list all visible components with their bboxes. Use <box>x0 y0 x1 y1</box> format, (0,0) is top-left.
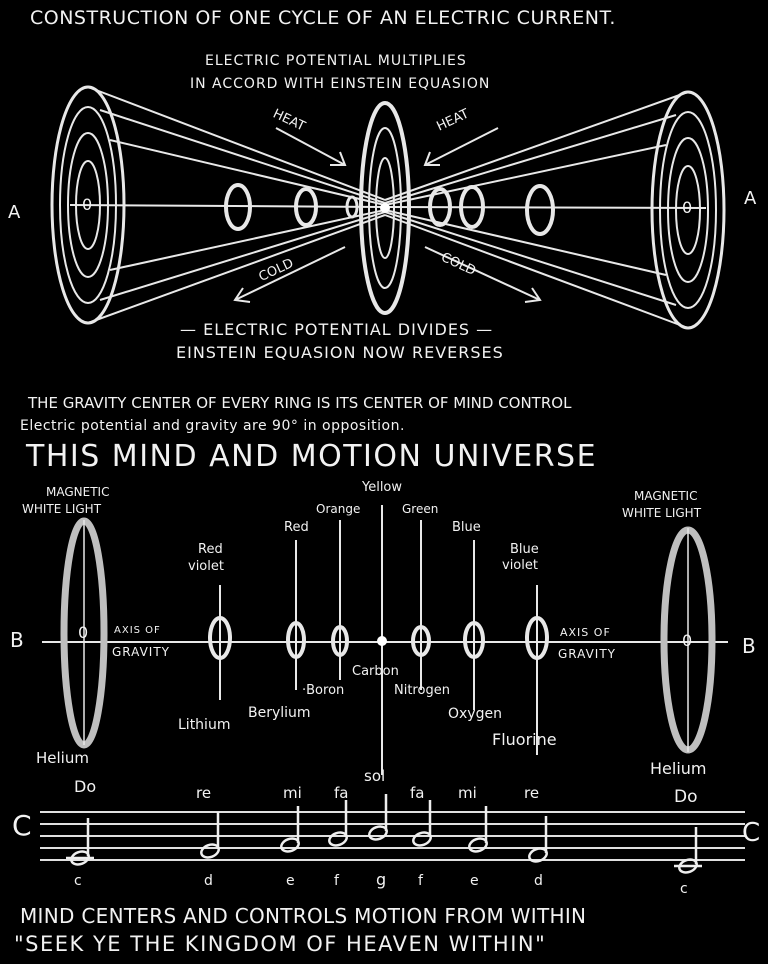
oxygen-label: Oxygen <box>448 706 502 722</box>
carbon-label: Carbon <box>352 664 399 679</box>
magnetic-left-1: MAGNETIC <box>46 485 110 499</box>
red-violet-label-1: Red <box>198 542 223 557</box>
music-staff <box>40 811 745 861</box>
helium-left-label: Helium <box>36 749 89 767</box>
yellow-label: Yellow <box>362 480 403 495</box>
music-notes <box>66 794 702 874</box>
note-c-2: c <box>680 881 688 897</box>
b-right-label: B <box>742 634 756 658</box>
note-c-1: c <box>74 873 82 889</box>
multiply-line-1: ELECTRIC POTENTIAL MULTIPLIES <box>205 53 467 69</box>
berylium-label: Berylium <box>248 705 311 721</box>
b-left-label: B <box>10 628 24 652</box>
a-right-label: A <box>744 188 757 209</box>
b-zero-left: 0 <box>78 623 89 642</box>
multiply-line-2: IN ACCORD WITH EINSTEIN EQUASION <box>190 76 491 92</box>
syllable-sol: sol <box>364 767 386 785</box>
carbon-center-point <box>377 636 387 646</box>
syllable-mi-2: mi <box>458 784 477 802</box>
syllable-re-1: re <box>196 784 212 802</box>
syllable-mi-1: mi <box>283 784 302 802</box>
magnetic-left-2: WHITE LIGHT <box>22 502 102 516</box>
diagram-title: CONSTRUCTION OF ONE CYCLE OF AN ELECTRIC… <box>30 7 616 29</box>
axis-left-label-1: AXIS OF <box>114 625 161 636</box>
divide-line-1: — ELECTRIC POTENTIAL DIVIDES — <box>180 320 494 339</box>
nitrogen-label: Nitrogen <box>394 683 450 698</box>
electric-cycle-drawing <box>50 85 726 330</box>
blue-violet-label-2: violet <box>502 558 538 573</box>
a-left-label: A <box>8 202 21 223</box>
zero-right-label: 0 <box>682 198 693 217</box>
zero-left-label: 0 <box>82 195 93 214</box>
mind-centers-line: MIND CENTERS AND CONTROLS MOTION FROM WI… <box>20 904 587 928</box>
magnetic-right-1: MAGNETIC <box>634 489 698 503</box>
magnetic-right-2: WHITE LIGHT <box>622 506 702 520</box>
c-left-label: C <box>12 809 32 842</box>
c-right-label: C <box>742 818 761 848</box>
syllable-fa-2: fa <box>410 784 425 802</box>
orange-label: Orange <box>316 502 361 516</box>
note-d-1: d <box>204 873 213 889</box>
universe-title: THIS MIND AND MOTION UNIVERSE <box>26 439 598 474</box>
helium-right-label: Helium <box>650 759 707 778</box>
note-e-2: e <box>470 873 479 889</box>
note-d-2: d <box>534 873 543 889</box>
b-zero-right: 0 <box>682 631 693 650</box>
note-e-1: e <box>286 873 295 889</box>
center-point <box>380 203 390 213</box>
boron-label: ·Boron <box>302 683 345 698</box>
blue-violet-label-1: Blue <box>510 542 539 557</box>
syllable-do-2: Do <box>674 787 698 807</box>
divide-line-2: EINSTEIN EQUASION NOW REVERSES <box>176 343 504 362</box>
axis-left-label-2: GRAVITY <box>112 645 170 659</box>
syllable-do-1: Do <box>74 777 97 796</box>
lithium-label: Lithium <box>178 717 231 733</box>
axis-right-label-1: AXIS OF <box>560 626 611 639</box>
note-f-1: f <box>334 873 339 889</box>
syllable-re-2: re <box>524 784 540 802</box>
seek-kingdom-line: "SEEK YE THE KINGDOM OF HEAVEN WITHIN" <box>14 932 547 956</box>
axis-right-label-2: GRAVITY <box>558 647 616 661</box>
blue-label: Blue <box>452 520 481 535</box>
note-f-2: f <box>418 873 423 889</box>
syllable-fa-1: fa <box>334 784 349 802</box>
red-violet-label-2: violet <box>188 559 224 574</box>
green-label: Green <box>402 502 439 516</box>
opposition-line: Electric potential and gravity are 90° i… <box>20 418 405 434</box>
fluorine-label: Fluorine <box>492 730 557 749</box>
note-g: g <box>376 870 387 889</box>
gravity-center-line: THE GRAVITY CENTER OF EVERY RING IS ITS … <box>28 394 572 412</box>
red-label: Red <box>284 520 309 535</box>
